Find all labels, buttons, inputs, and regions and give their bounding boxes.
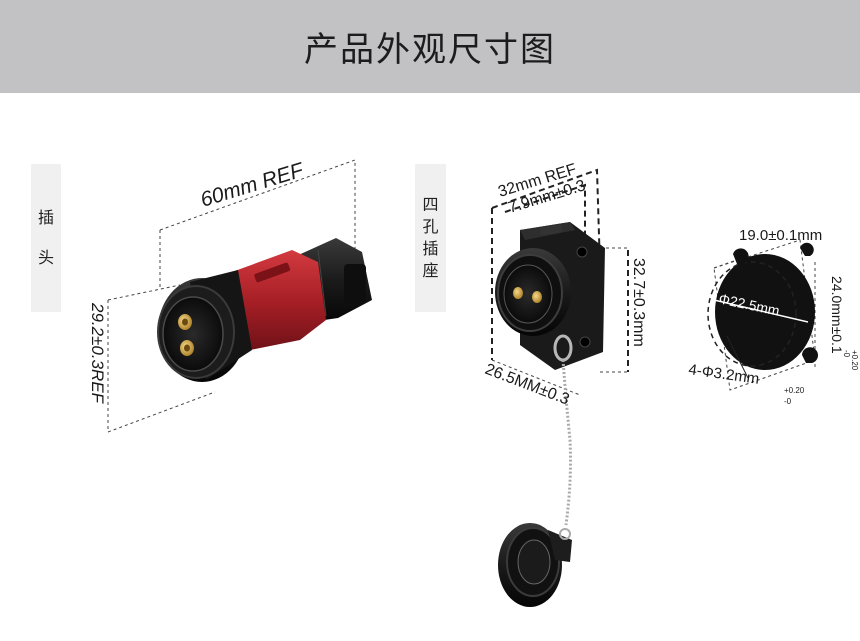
- panel-socket: 32mm REF 7.9mm±0.3 32.7±0.3mm 26.5MM±0.3: [483, 161, 647, 607]
- socket-barrel: [495, 248, 571, 336]
- panel-tol-v-plus: +0.20: [850, 350, 859, 371]
- socket-label-char: 座: [422, 261, 439, 280]
- mount-hole: [723, 323, 739, 338]
- mount-hole: [802, 347, 818, 363]
- socket-chain: [553, 334, 573, 526]
- plug-front-ring: 1 2: [157, 270, 252, 382]
- page-header: 产品外观尺寸图: [0, 0, 860, 93]
- panel-tol-mount-plus: +0.20: [784, 386, 805, 395]
- socket-label-char: 孔: [422, 217, 439, 236]
- plug-connector: 1 2 60mm REF 29.2±0.3REF: [88, 158, 372, 433]
- dust-cap-icon: [498, 523, 572, 607]
- mount-hole: [733, 248, 749, 264]
- socket-height-dim: 32.7±0.3mm: [630, 258, 647, 347]
- panel-cutout-icon: 19.0±0.1mm 24.0mm±0.1 +0.20 -0 Φ22.5mm 4…: [687, 227, 859, 406]
- plug-length-dim: 60mm REF: [198, 158, 307, 211]
- page-title: 产品外观尺寸图: [304, 30, 556, 70]
- mount-hole: [800, 242, 814, 256]
- plug-red-body: [232, 250, 326, 352]
- socket-pin-contact: [513, 287, 523, 299]
- pin-mark: 1: [194, 313, 198, 320]
- panel-tol-v-minus: -0: [842, 350, 851, 358]
- socket-label-char: 插: [422, 239, 439, 258]
- plug-label-char: 插: [37, 208, 54, 227]
- panel-hole-pitch-h-dim: 19.0±0.1mm: [739, 227, 822, 244]
- socket-label-char: 四: [422, 195, 439, 214]
- plug-label-tag: 插 头: [31, 164, 61, 312]
- panel-hole-pitch-v-dim: 24.0mm±0.1: [829, 276, 845, 354]
- pin-mark: 2: [198, 350, 202, 357]
- socket-pin-contact: [532, 291, 542, 303]
- socket-label-tag: 四 孔 插 座: [415, 164, 446, 312]
- plug-diameter-dim: 29.2±0.3REF: [88, 302, 107, 405]
- plug-label-char: 头: [37, 248, 54, 267]
- panel-tol-mount-minus: -0: [784, 397, 792, 406]
